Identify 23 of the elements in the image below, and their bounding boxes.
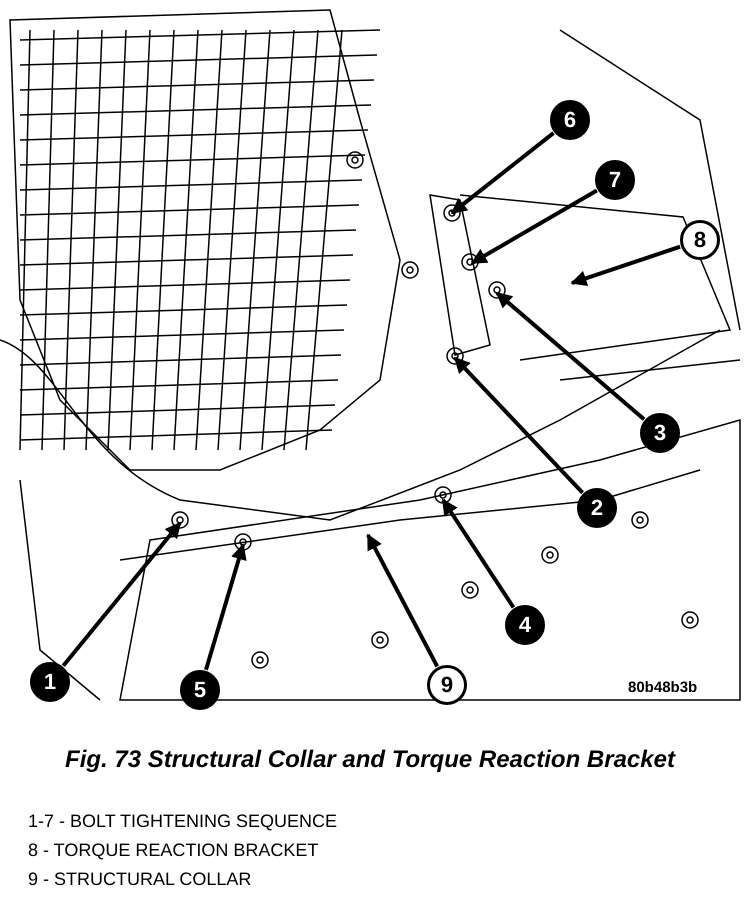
callout-number: 8: [680, 220, 720, 260]
leader-line: [454, 356, 584, 494]
legend-text: 1-7 - BOLT TIGHTENING SEQUENCE: [28, 811, 338, 832]
callout-number: 3: [640, 413, 680, 453]
leader-line: [366, 534, 439, 668]
callout-number: 1: [30, 662, 70, 702]
leader-line: [470, 188, 598, 265]
figure-code: 80b48b3b: [628, 679, 698, 696]
legend-text: 9 - STRUCTURAL COLLAR: [28, 869, 252, 890]
leader-line: [441, 498, 516, 609]
callout-number: 2: [577, 488, 617, 528]
leader-line: [204, 543, 247, 670]
leader-line: [62, 522, 182, 667]
callout-number: 6: [550, 100, 590, 140]
leader-line: [450, 131, 555, 215]
callout-number: 5: [180, 670, 220, 710]
callout-number: 4: [505, 605, 545, 645]
callout-number: 7: [595, 160, 635, 200]
figure-caption: Fig. 73 Structural Collar and Torque Reaction Bracket: [64, 745, 677, 775]
callout-number: 9: [427, 665, 467, 705]
legend-text: 8 - TORQUE REACTION BRACKET: [28, 840, 318, 861]
leader-line: [496, 291, 646, 421]
leader-line: [570, 244, 681, 286]
